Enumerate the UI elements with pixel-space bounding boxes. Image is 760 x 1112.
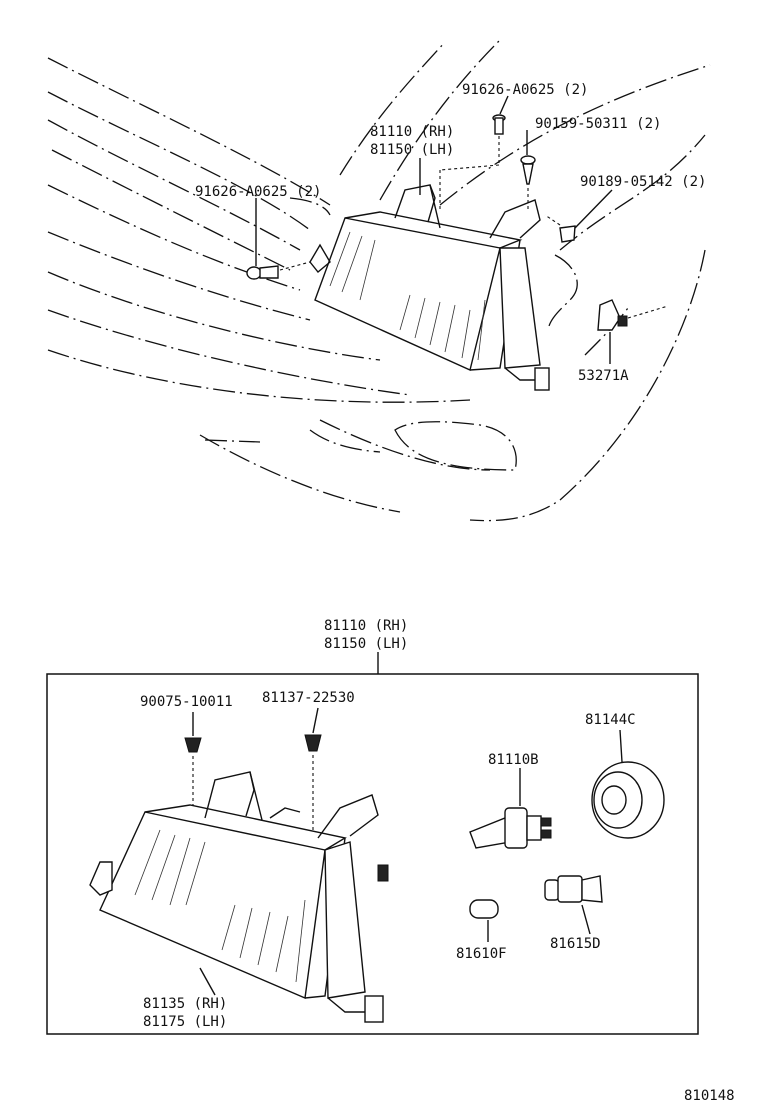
label-upper-housing-lh: 81150 (LH) — [370, 142, 454, 158]
label-lower-bulb-socket: 81615D — [550, 936, 601, 952]
upper-headlamp — [309, 184, 550, 391]
exploded-view-frame — [46, 673, 699, 1035]
label-lower-lens-lh: 81175 (LH) — [143, 1014, 227, 1030]
upper-lens-hatching — [329, 231, 486, 361]
label-upper-housing-rh: 81110 (RH) — [370, 124, 454, 140]
socket-cover-icon — [591, 729, 665, 839]
label-upper-clip-nut: 90189-05142 (2) — [580, 174, 706, 190]
side-bulb-icon — [469, 899, 499, 942]
label-lower-socket-cover: 81144C — [585, 712, 636, 728]
vehicle-body-outline — [47, 39, 711, 522]
bolt-left-icon — [246, 261, 311, 280]
label-lower-housing-lh: 81150 (LH) — [324, 636, 408, 652]
bulb-socket-icon — [544, 875, 603, 935]
label-lower-side-bulb: 81610F — [456, 946, 507, 962]
label-lower-headlamp-bulb: 81110B — [488, 752, 539, 768]
clip-b-icon — [304, 707, 322, 832]
lower-lens-hatching — [134, 829, 306, 983]
label-upper-bolt-top: 91626-A0625 (2) — [462, 82, 588, 98]
label-upper-screw: 90159-50311 (2) — [535, 116, 661, 132]
diagram-number: 810148 — [684, 1088, 735, 1104]
label-lower-housing-rh: 81110 (RH) — [324, 618, 408, 634]
labels: 91626-A0625 (2) 81110 (RH) 81150 (LH) 90… — [140, 82, 735, 1104]
clip-a-icon — [184, 712, 202, 805]
label-upper-bolt-left: 91626-A0625 (2) — [195, 184, 321, 200]
lower-headlamp — [89, 771, 389, 1023]
lens-leader — [199, 967, 216, 996]
headlamp-bulb-icon — [469, 768, 552, 849]
label-lower-clip-b: 81137-22530 — [262, 690, 355, 706]
label-lower-lens-rh: 81135 (RH) — [143, 996, 227, 1012]
upper-leaders — [255, 95, 613, 364]
bolt-top-icon — [439, 114, 506, 210]
bracket-53271-icon — [597, 299, 669, 331]
label-lower-clip-a: 90075-10011 — [140, 694, 233, 710]
label-upper-bracket: 53271A — [578, 368, 629, 384]
screw-icon — [520, 155, 536, 210]
clip-nut-icon — [544, 214, 576, 243]
